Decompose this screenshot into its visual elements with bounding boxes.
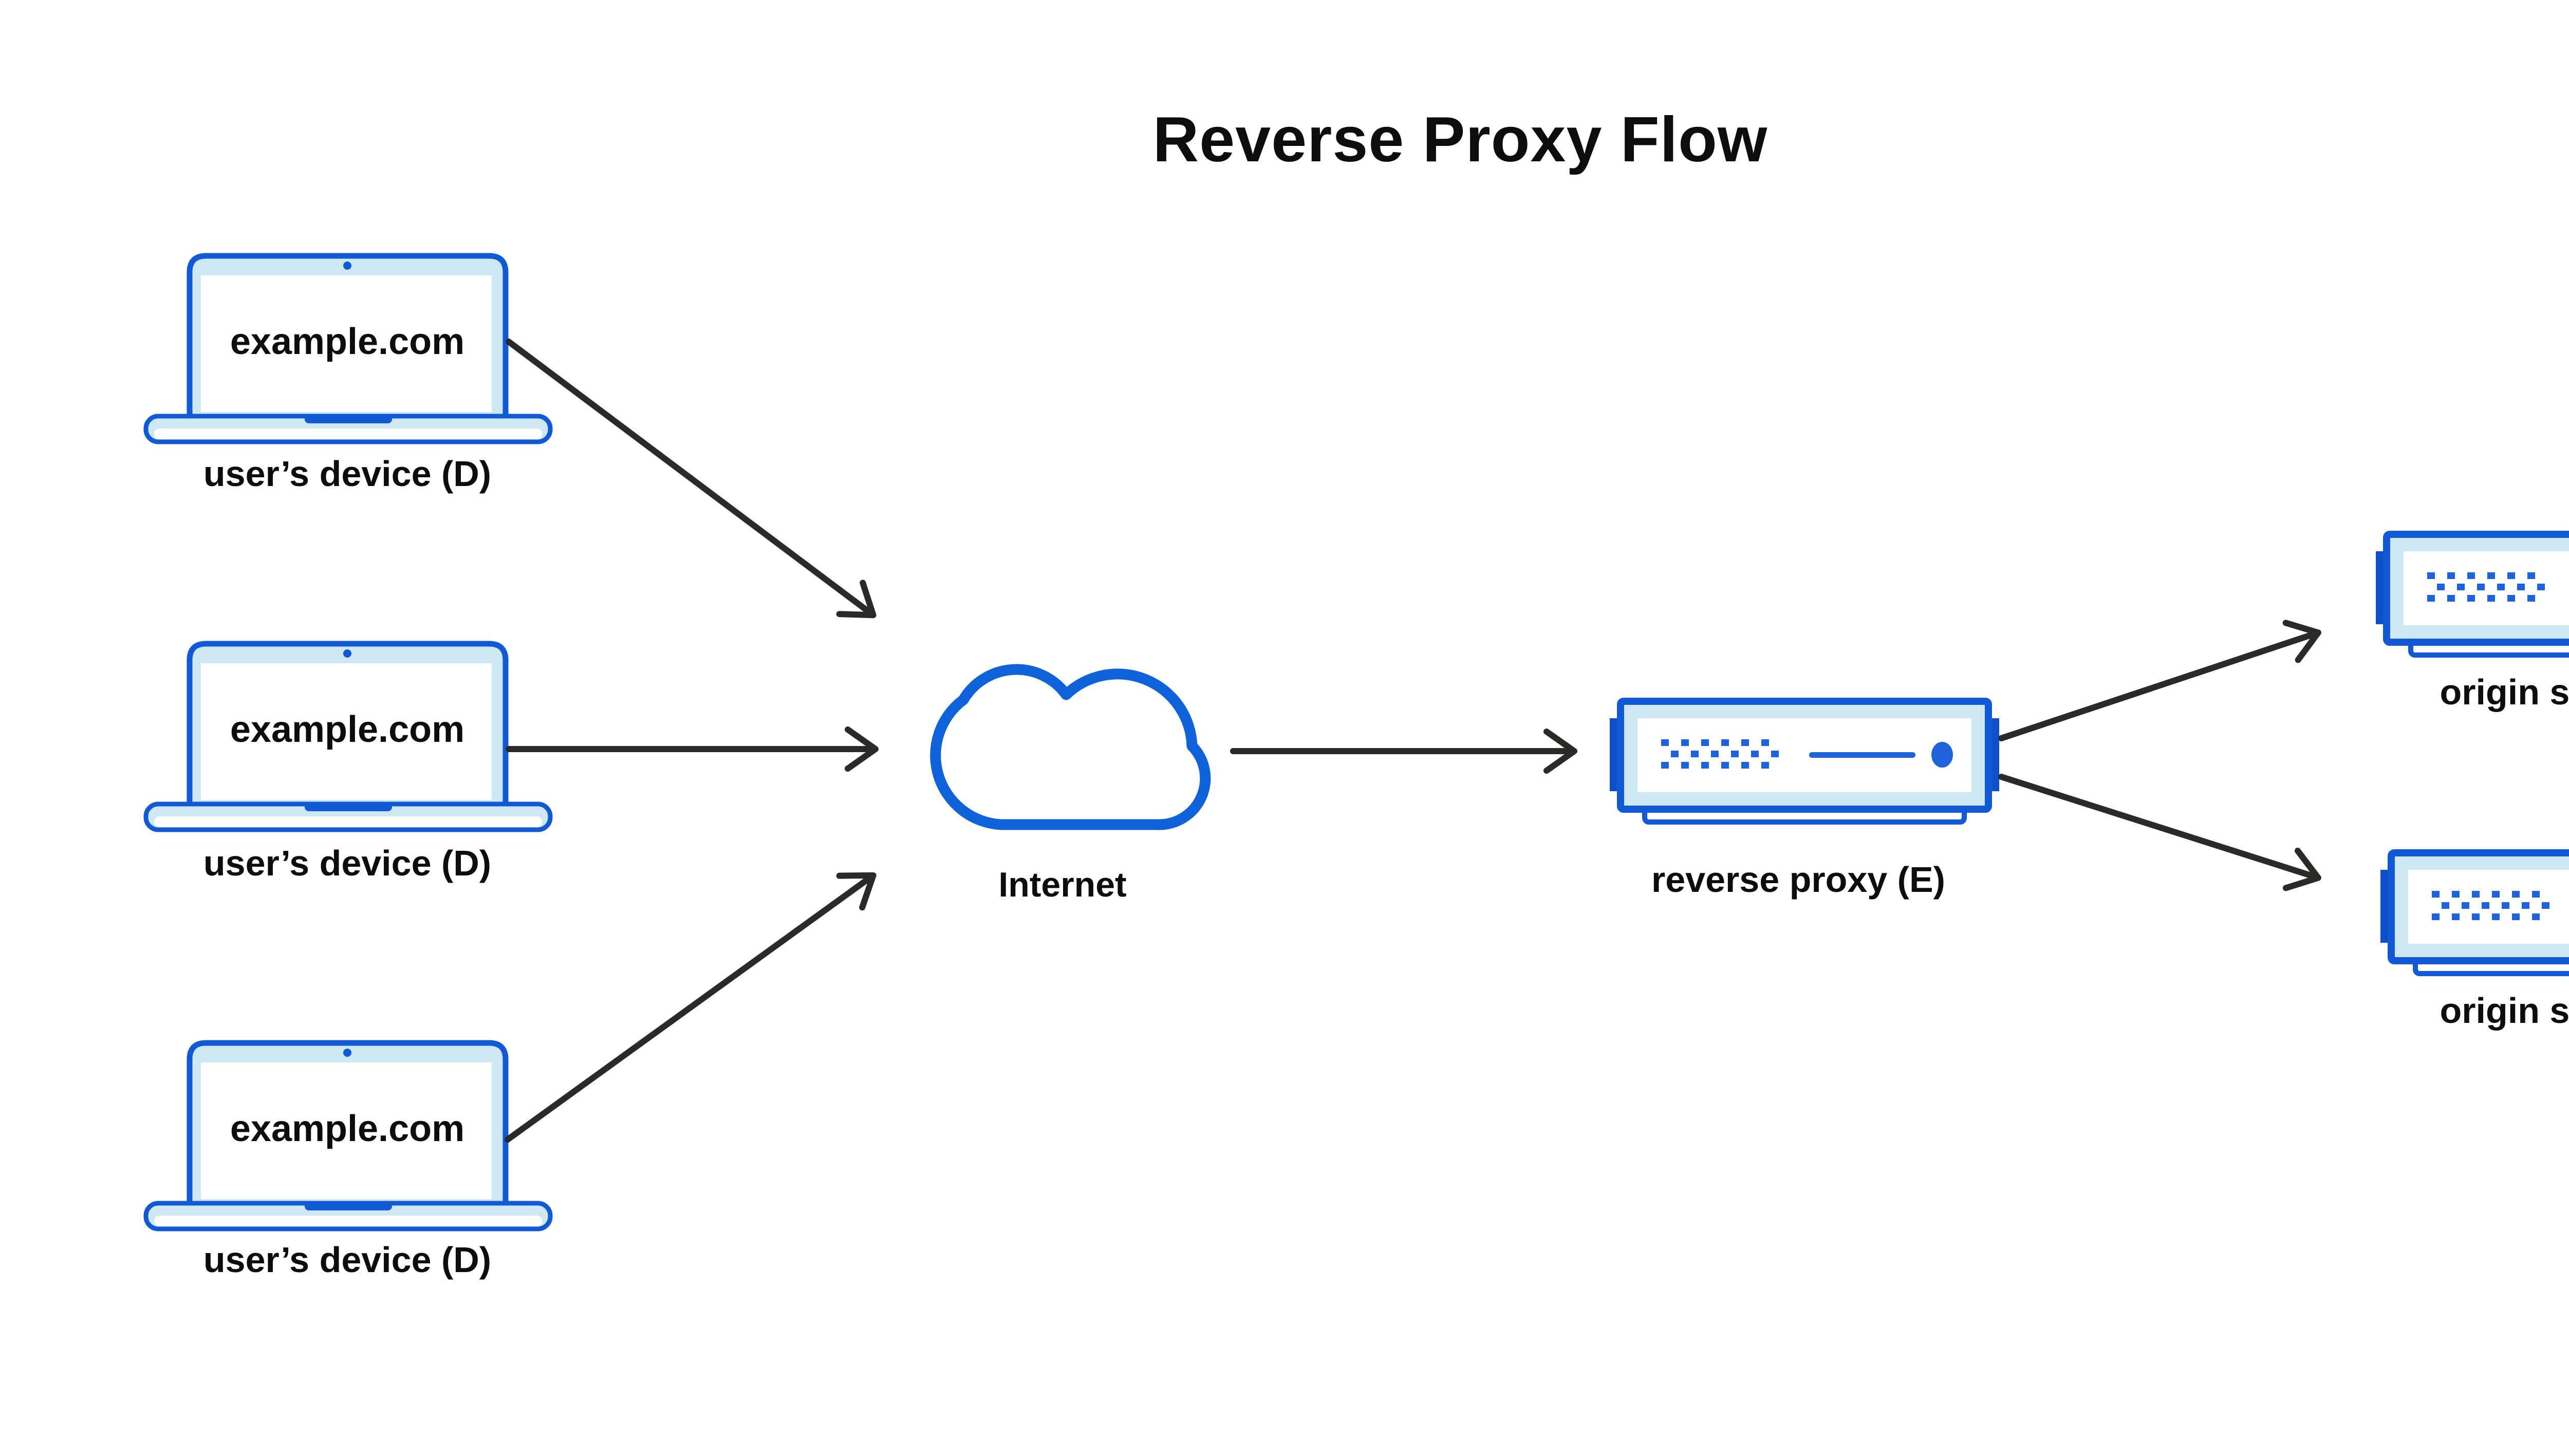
device-screen-url: example.com bbox=[230, 709, 465, 750]
reverse-proxy-label: reverse proxy (E) bbox=[1651, 860, 1945, 900]
cloud-icon bbox=[930, 664, 1211, 830]
server-icon bbox=[2376, 534, 2569, 655]
user-device-label: user’s device (D) bbox=[203, 843, 492, 883]
arrow-device1-to-internet bbox=[506, 339, 877, 619]
page-title: Reverse Proxy Flow bbox=[1152, 104, 1768, 175]
device-screen-url: example.com bbox=[230, 321, 465, 362]
origin-server-label: origin server (F) bbox=[2440, 672, 2569, 712]
user-device-label: user’s device (D) bbox=[203, 1240, 492, 1280]
server-icon bbox=[1610, 701, 1999, 822]
internet-label: Internet bbox=[998, 865, 1127, 904]
origin-server-label: origin server (F) bbox=[2440, 991, 2569, 1031]
device-screen-url: example.com bbox=[230, 1108, 465, 1149]
arrow-proxy-to-origin1 bbox=[1998, 620, 2321, 741]
arrow-proxy-to-origin2 bbox=[1998, 774, 2321, 891]
server-icon bbox=[2380, 853, 2569, 974]
user-device-label: user’s device (D) bbox=[203, 454, 492, 494]
arrow-device3-to-internet bbox=[505, 872, 877, 1143]
